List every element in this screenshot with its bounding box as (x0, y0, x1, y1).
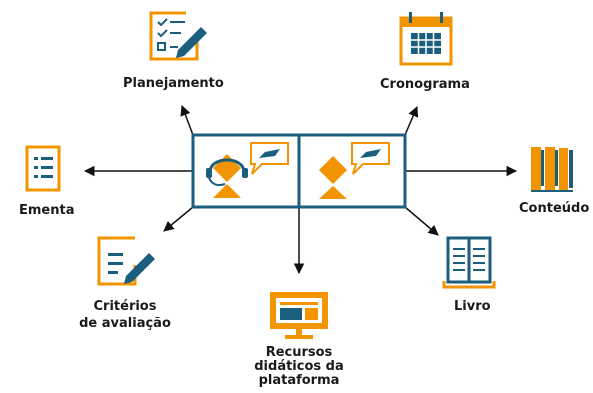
student-speech-icon (319, 142, 390, 199)
label-criterios-line-2: de avaliação (79, 316, 171, 331)
connector-arrows (83, 105, 518, 275)
arrow-to-planejamento (180, 105, 194, 136)
open-book-icon (442, 236, 496, 289)
arrow-to-cronograma (404, 106, 419, 136)
document-pencil-icon (97, 236, 155, 286)
books-icon (531, 147, 573, 192)
list-document-icon (25, 145, 61, 192)
arrow-to-livro (404, 206, 439, 236)
checklist-pencil-icon (149, 11, 207, 61)
teacher-with-headset-speech-icon (206, 142, 289, 198)
label-recursos: Recursos didáticos da plataforma (244, 346, 354, 388)
label-criterios-line-1: Critérios (93, 299, 157, 314)
monitor-icon (270, 292, 328, 339)
label-criterios: Critérios de avaliação (70, 299, 180, 331)
label-conteudo: Conteúdo (519, 201, 590, 216)
label-recursos-line-2: didáticos da (254, 359, 344, 374)
calendar-icon (399, 12, 453, 66)
label-ementa: Ementa (19, 203, 75, 218)
label-cronograma: Cronograma (380, 77, 470, 92)
label-planejamento: Planejamento (123, 76, 224, 91)
label-recursos-line-3: plataforma (258, 373, 340, 388)
label-livro: Livro (454, 299, 491, 314)
arrow-to-criterios (163, 206, 194, 232)
label-recursos-line-1: Recursos (265, 345, 333, 360)
